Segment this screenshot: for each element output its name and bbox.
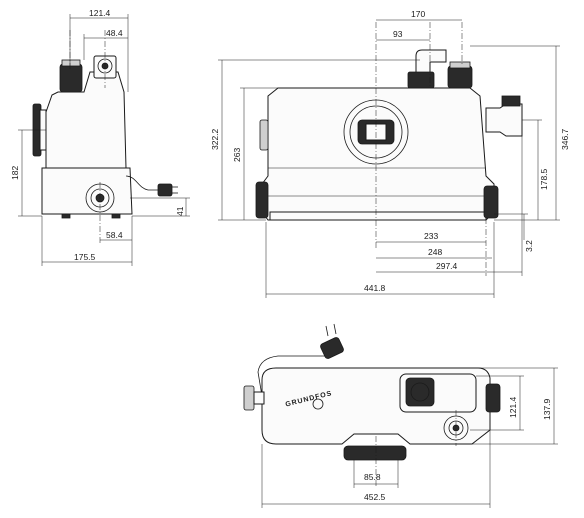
- dim-front-center-x: 93: [393, 29, 403, 39]
- top-view: GRUNDFOS 121.4 137.9 85.8 452.5: [243, 323, 558, 508]
- dim-front-outlet-x: 170: [411, 9, 425, 19]
- dim-front-248: 248: [428, 247, 442, 257]
- top-view-bottom-inlet: [343, 445, 407, 461]
- dim-top-depth-inner: 121.4: [508, 396, 518, 418]
- dim-side-outlet-offset: 48.4: [106, 28, 123, 38]
- side-view-outlet: [59, 63, 83, 93]
- side-view-body-upper: [45, 71, 127, 169]
- dim-front-overall-length: 441.8: [364, 283, 386, 293]
- dim-front-height-right: 346.7: [560, 128, 570, 150]
- dim-side-base-width: 175.5: [74, 252, 96, 262]
- side-view-body-lower: [41, 167, 133, 215]
- dim-side-height: 182: [10, 166, 20, 180]
- top-view-cable: [257, 355, 330, 397]
- dim-front-233: 233: [424, 231, 438, 241]
- side-view-cable: [125, 175, 160, 191]
- side-view: 121.4 48.4 182 41 58.4 175.5: [10, 8, 190, 266]
- dim-front-base-gap: 3.2: [524, 240, 534, 252]
- dim-side-overall-width: 121.4: [89, 8, 111, 18]
- dim-front-height-total: 322.2: [210, 128, 220, 150]
- top-view-plug: [320, 323, 344, 359]
- dim-front-height-body: 263: [232, 148, 242, 162]
- dim-top-depth-total: 137.9: [542, 398, 552, 420]
- dim-front-297: 297.4: [436, 261, 458, 271]
- dim-side-inlet-height: 41: [175, 206, 185, 216]
- front-view: 170 93 322.2 263 346.7 178.5 3.2 233 248…: [210, 9, 570, 298]
- front-view-left-inlet: [255, 181, 269, 219]
- front-view-right-connection: [485, 103, 523, 137]
- dim-front-inlet-right-height: 178.5: [539, 168, 549, 190]
- dim-top-overall-length: 452.5: [364, 492, 386, 502]
- front-view-right-inlet: [483, 185, 499, 219]
- dim-side-inlet-offset: 58.4: [106, 230, 123, 240]
- front-view-body: [261, 87, 495, 221]
- dim-top-inlet-width: 85.8: [364, 472, 381, 482]
